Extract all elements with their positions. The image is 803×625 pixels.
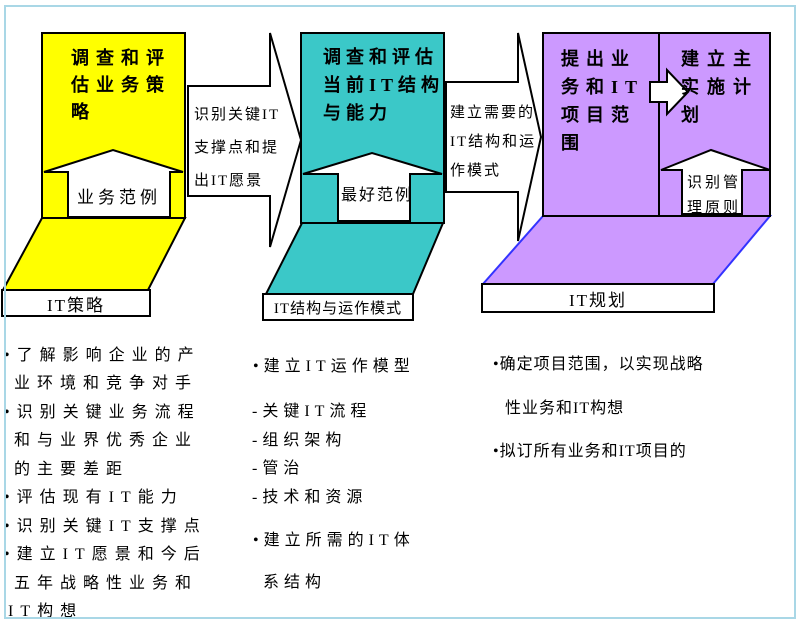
note-line: 的主要差距 xyxy=(14,461,130,478)
note-line: •识别关键IT支撑点 xyxy=(4,518,207,535)
stage3-output-box xyxy=(481,283,715,313)
note-line: 五年战略性业务和 xyxy=(14,575,199,592)
stage1-up-arrow-icon xyxy=(43,148,184,218)
stage1-output-box xyxy=(1,289,151,317)
note-line: IT构想 xyxy=(8,603,84,620)
label-line: 作模式 xyxy=(450,163,502,179)
note-line: 业环境和竞争对手 xyxy=(14,375,199,392)
note-line: -组织架构 xyxy=(252,432,347,449)
note-line: •建立IT愿景和今后 xyxy=(4,546,207,563)
heading-line: 估业务策 xyxy=(71,75,171,95)
note-line: 和与业界优秀企业 xyxy=(14,432,199,449)
note-line: -关键IT流程 xyxy=(252,403,372,420)
heading-line: 当前IT结构 xyxy=(323,75,445,95)
label-line: 识别管 xyxy=(687,175,742,191)
label-line: 理原则 xyxy=(687,200,742,216)
page-border xyxy=(4,5,796,619)
label-line: 识别关键IT xyxy=(194,107,281,123)
output-label-text: IT规划 xyxy=(568,290,628,310)
transition1-arrow-label: 识别关键IT 支撑点和提 出IT愿景 xyxy=(194,99,280,198)
note-line: -管治 xyxy=(252,460,305,477)
note-line: •评估现有IT能力 xyxy=(4,489,184,506)
stage2-up-arrow-label: 最好范例 xyxy=(341,187,414,204)
note-line: 系结构 xyxy=(263,574,327,591)
label-line: IT结构和运 xyxy=(450,134,537,150)
label-line: 建立需要的 xyxy=(450,105,536,121)
stage3-up-arrow-label: 识别管 理原则 xyxy=(687,171,741,221)
heading-line: 划 xyxy=(681,105,707,125)
heading-line: 调查和评估 xyxy=(323,47,438,67)
heading-line: 调查和评 xyxy=(71,48,171,68)
heading-line: 项目范 xyxy=(561,105,636,125)
stage3-right-heading: 建立主 实施计 划 xyxy=(681,45,759,129)
stage1-output-label: IT策略 xyxy=(2,290,150,316)
heading-line: 与能力 xyxy=(323,103,392,123)
heading-line: 建立主 xyxy=(681,49,759,69)
note-line: •拟订所有业务和IT项目的 xyxy=(493,443,687,460)
stage2-output-box xyxy=(262,293,414,321)
stage2-heading: 调查和评估 当前IT结构 与能力 xyxy=(323,43,444,127)
stage2-output-label: IT结构与运作模式 xyxy=(263,294,413,320)
stage3-up-arrow-icon xyxy=(660,148,771,215)
heading-line: 提出业 xyxy=(561,49,636,69)
note-line: •了解影响企业的产 xyxy=(4,347,201,364)
note-line: •识别关键业务流程 xyxy=(4,404,201,421)
stage1-up-arrow-label: 业务范例 xyxy=(77,188,161,207)
label-line: 支撑点和提 xyxy=(194,140,280,156)
stage2-up-arrow-icon xyxy=(302,151,443,222)
label-line: 出IT愿景 xyxy=(194,173,264,189)
transition2-arrow-label: 建立需要的 IT结构和运 作模式 xyxy=(450,99,536,186)
stage3-output-label: IT规划 xyxy=(482,284,714,312)
output-label-text: IT策略 xyxy=(46,295,106,315)
heading-line: 略 xyxy=(71,102,96,122)
stage1-heading: 调查和评 估业务策 略 xyxy=(71,45,171,126)
note-line: •确定项目范围，以实现战略 xyxy=(493,356,704,373)
note-line: 性业务和IT构想 xyxy=(505,400,625,417)
heading-line: 务和IT xyxy=(561,77,645,97)
stage3-left-heading: 提出业 务和IT 项目范 围 xyxy=(561,45,644,157)
stage3-right-arrow-icon xyxy=(649,67,690,117)
heading-line: 围 xyxy=(561,133,586,153)
note-line: •建立IT运作模型 xyxy=(253,358,415,375)
note-line: •建立所需的IT体 xyxy=(253,532,415,549)
output-label-text: IT结构与运作模式 xyxy=(273,300,403,317)
transition1-arrow-icon xyxy=(187,32,303,248)
note-line: -技术和资源 xyxy=(252,489,368,506)
heading-line: 实施计 xyxy=(681,77,759,97)
transition2-arrow-icon xyxy=(445,32,543,242)
